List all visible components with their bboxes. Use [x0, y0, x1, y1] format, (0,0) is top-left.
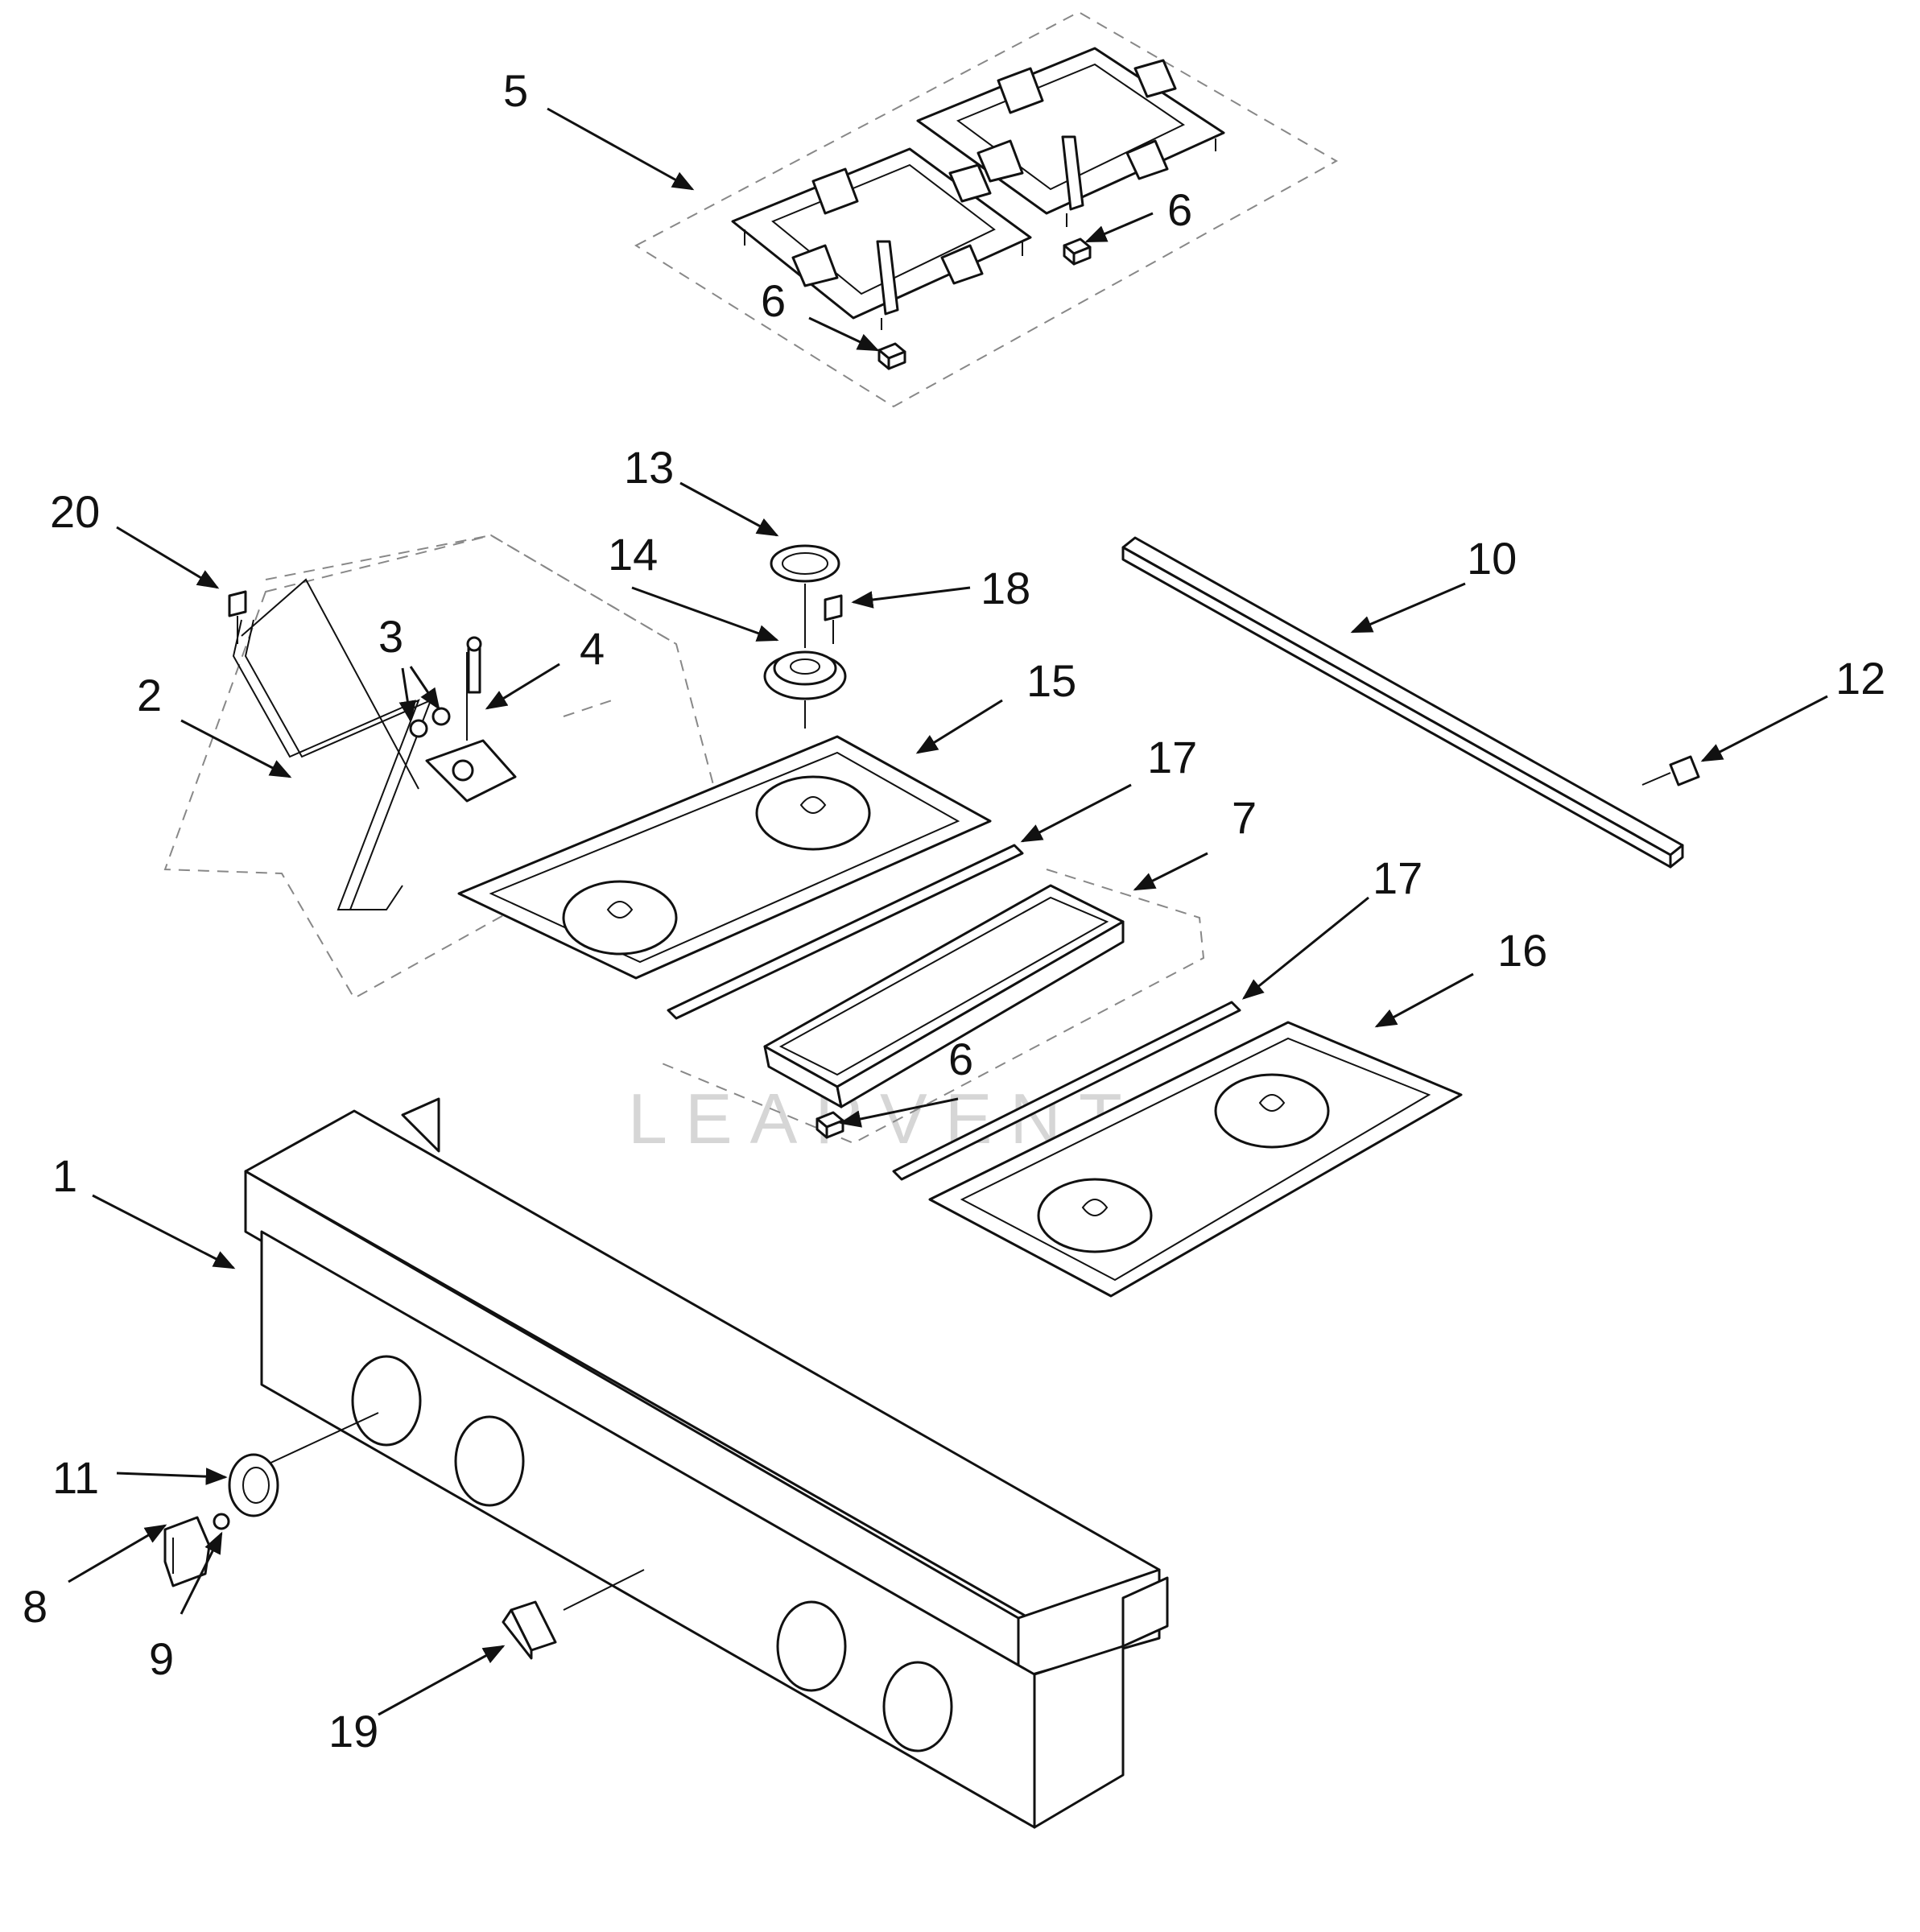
callout-6-grate-left: 6: [761, 275, 786, 326]
callout-5: 5: [503, 65, 528, 116]
center-trough-7: [659, 869, 1205, 1145]
screw-20: [228, 590, 247, 644]
callout-12: 12: [1835, 653, 1885, 704]
callout-10: 10: [1467, 533, 1517, 584]
knob-8: [163, 1516, 211, 1587]
rear-rail-10: [1121, 536, 1684, 869]
leader-lines: [68, 107, 1828, 1716]
callout-1: 1: [52, 1150, 77, 1201]
burner-tray-15: [457, 735, 992, 980]
clip-19: [502, 1600, 557, 1660]
grate-left: [731, 147, 1032, 330]
callout-17-bottom: 17: [1373, 852, 1422, 903]
callout-4: 4: [580, 623, 605, 674]
callout-9: 9: [149, 1633, 174, 1684]
burner-head-14: [763, 650, 847, 700]
callout-2: 2: [137, 670, 162, 720]
callout-14: 14: [608, 529, 658, 580]
callout-13: 13: [624, 442, 674, 493]
callout-16: 16: [1497, 925, 1547, 976]
grate-right: [916, 47, 1225, 227]
callout-18: 18: [981, 563, 1030, 613]
screw-18: [824, 594, 843, 644]
callout-labels: 5 6 6 13 20 14 18 10 3 4 2 15 12 17 7 17…: [23, 65, 1885, 1757]
burner-tray-16: [928, 1021, 1463, 1298]
rubber-foot-top-left: [877, 342, 906, 370]
rubber-foot-center: [815, 1111, 844, 1139]
callout-6-center: 6: [948, 1034, 973, 1084]
control-panel-1: [244, 1097, 1169, 1829]
screw-9: [213, 1513, 230, 1530]
callout-11: 11: [52, 1452, 99, 1503]
callout-20: 20: [50, 486, 100, 537]
trim-strip-17-top: [667, 844, 1024, 1020]
rubber-foot-top-right: [1063, 237, 1092, 266]
screw-12: [1641, 755, 1700, 786]
screws-3: [409, 707, 451, 738]
callout-17-top: 17: [1147, 732, 1197, 782]
callout-15: 15: [1026, 655, 1076, 706]
burner-grate-assembly: [634, 10, 1339, 408]
bezel-11: [228, 1453, 279, 1517]
trim-strip-17-bottom: [892, 1001, 1241, 1181]
callout-19: 19: [328, 1706, 378, 1757]
callout-3: 3: [378, 611, 403, 662]
callout-6-grate-right: 6: [1167, 184, 1192, 235]
callout-7: 7: [1232, 792, 1257, 843]
callout-8: 8: [23, 1581, 47, 1632]
burner-cap-13: [770, 544, 840, 583]
